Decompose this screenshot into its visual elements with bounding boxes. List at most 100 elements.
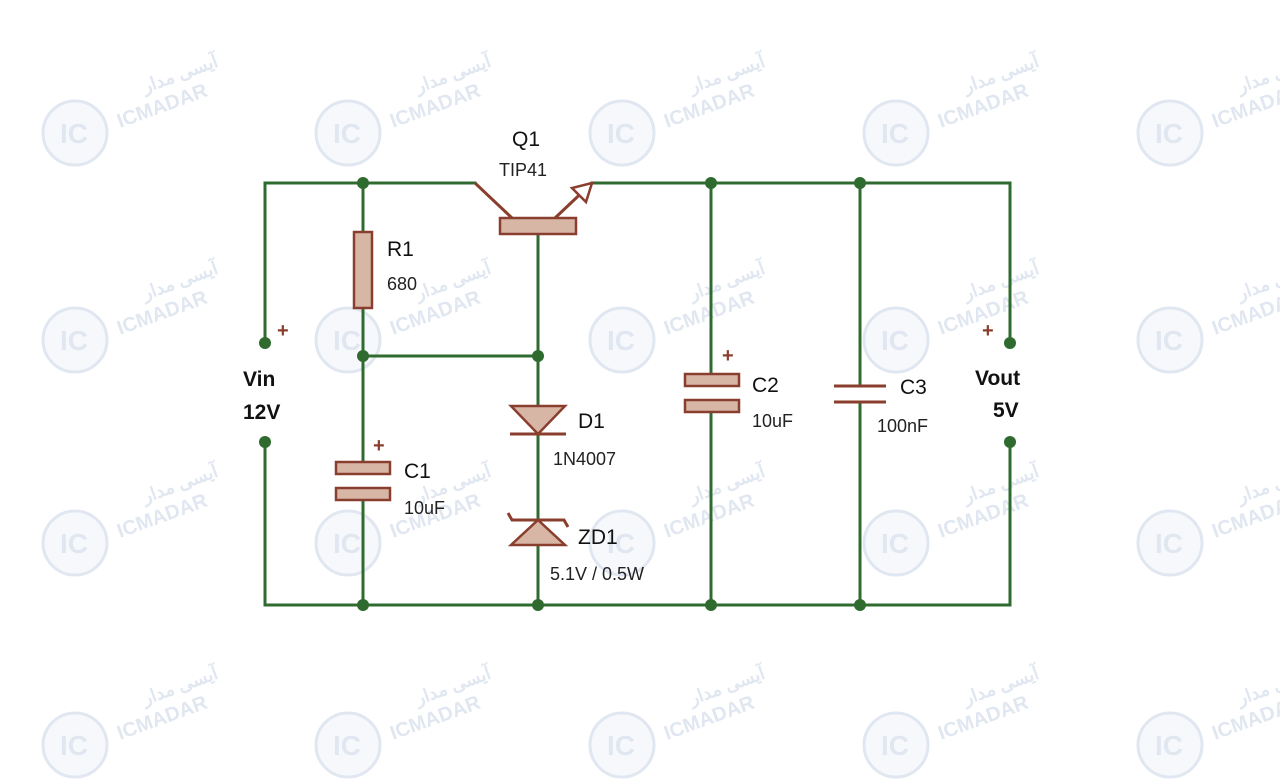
watermark-circle (588, 99, 656, 167)
zd1-ref: ZD1 (578, 526, 618, 549)
vout-label: Vout (975, 367, 1020, 390)
output-terminals: + Vout 5V (975, 320, 1020, 422)
r1-value: 680 (387, 274, 417, 294)
watermark-logo-text: IC (1155, 118, 1183, 149)
watermark-circle (1136, 306, 1204, 374)
watermark-logo-text: IC (607, 118, 635, 149)
transistor-q1: Q1 TIP41 (473, 128, 594, 236)
watermark-logo-text: IC (333, 325, 361, 356)
bottom-rail (263, 443, 1012, 607)
vout-minus-terminal (1004, 436, 1016, 448)
top-rail-left (263, 181, 477, 340)
watermark-logo-text: IC (1155, 528, 1183, 559)
q1-base-bar (498, 216, 578, 236)
zener-zd1: ZD1 5.1V / 0.5W (506, 512, 644, 584)
junction-dot (357, 177, 369, 189)
r1-ref: R1 (387, 238, 414, 261)
watermark-circle (314, 99, 382, 167)
watermark-logo-text: IC (607, 730, 635, 761)
watermark-logo-text: IC (60, 118, 88, 149)
watermark-logo-text: IC (607, 528, 635, 559)
vin-label: Vin (243, 368, 275, 391)
c2-plate-minus (683, 398, 741, 414)
c3-value: 100nF (877, 416, 928, 436)
vin-polarity: + (277, 320, 289, 342)
watermark-logo-text: IC (881, 118, 909, 149)
q1-ref: Q1 (512, 128, 540, 151)
c1-value: 10uF (404, 498, 445, 518)
watermark-circle (1136, 509, 1204, 577)
junctions (259, 177, 1016, 611)
vout-voltage: 5V (993, 399, 1019, 422)
watermark-logo-text: IC (60, 730, 88, 761)
c2-value: 10uF (752, 411, 793, 431)
watermark-logo-text: IC (1155, 730, 1183, 761)
watermark-circle (588, 711, 656, 779)
zd1-cathode (506, 512, 570, 528)
c1-polarity: + (373, 435, 385, 457)
watermark-logo-text: IC (881, 730, 909, 761)
zd1-value: 5.1V / 0.5W (550, 564, 644, 584)
capacitor-c2: + C2 10uF (683, 345, 793, 431)
junction-dot (532, 350, 544, 362)
watermark-circle (1136, 711, 1204, 779)
c3-ref: C3 (900, 376, 927, 399)
watermark-logo-text: IC (333, 118, 361, 149)
watermark-circle (862, 306, 930, 374)
watermark-logo-text: IC (60, 528, 88, 559)
junction-dot (532, 599, 544, 611)
watermark-logo-text: IC (1155, 325, 1183, 356)
watermark-circle (41, 306, 109, 374)
input-terminals: + Vin 12V (243, 320, 289, 424)
d1-ref: D1 (578, 410, 605, 433)
c1-plate-plus (334, 460, 392, 476)
junction-dot (854, 177, 866, 189)
watermark-logo-text: IC (607, 325, 635, 356)
d1-body (508, 404, 568, 436)
vin-voltage: 12V (243, 401, 280, 424)
watermark-circle (41, 711, 109, 779)
resistor-r1: R1 680 (352, 230, 417, 310)
vin-minus-terminal (259, 436, 271, 448)
q1-emitter-arrow (569, 181, 594, 205)
watermark-logo-text: IC (333, 528, 361, 559)
junction-dot (854, 599, 866, 611)
wires (263, 181, 1012, 607)
top-rail-right (590, 181, 1012, 340)
junction-dot (357, 599, 369, 611)
watermark-logo-text: IC (60, 325, 88, 356)
capacitor-c1: + C1 10uF (334, 435, 445, 518)
capacitor-c3: C3 100nF (834, 376, 928, 436)
vout-plus-terminal (1004, 337, 1016, 349)
c2-polarity: + (722, 345, 734, 367)
watermark-circle (588, 306, 656, 374)
watermark-circle (862, 509, 930, 577)
c2-plate-plus (683, 372, 741, 388)
r1-body (352, 230, 374, 310)
d1-part: 1N4007 (553, 449, 616, 469)
c1-plate-minus (334, 486, 392, 502)
watermark-logo-text: IC (333, 730, 361, 761)
junction-dot (357, 350, 369, 362)
watermark-circle (41, 99, 109, 167)
watermark-logo-text: IC (881, 325, 909, 356)
watermark-circle (1136, 99, 1204, 167)
zd1-body (507, 518, 569, 547)
q1-part: TIP41 (499, 160, 547, 180)
watermark-circle (41, 509, 109, 577)
